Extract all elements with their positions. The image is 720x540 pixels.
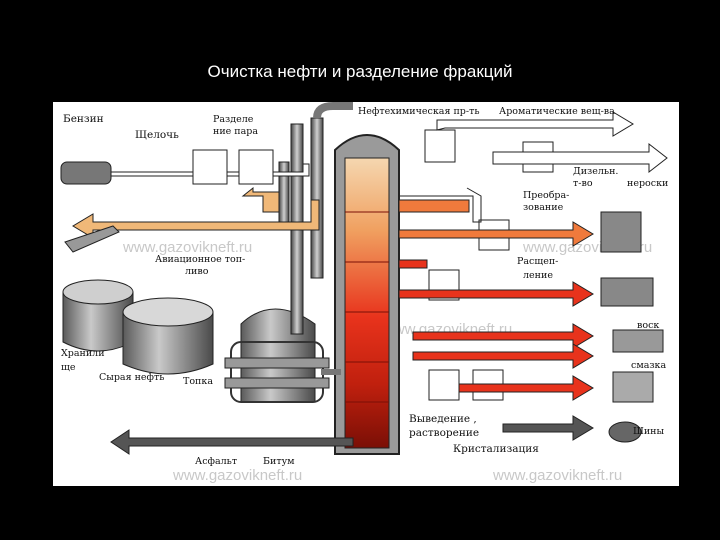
wax-icon	[612, 329, 664, 353]
furnace	[224, 308, 330, 403]
label-kristal: Кристализация	[453, 443, 539, 455]
watermark: www.gazovikneft.ru	[492, 467, 622, 484]
house-icon	[600, 211, 642, 253]
label-shcheloch: Щелочь	[135, 129, 179, 141]
label-shiny: Шины	[633, 426, 665, 437]
label-vyvedenie-1: Выведение ,	[409, 413, 477, 425]
label-razdelenie-1: Разделе	[213, 114, 254, 125]
right-arrows	[398, 111, 668, 441]
label-aviac-1: Авиационное топ-	[155, 254, 245, 265]
label-dizel-2: т-во	[573, 178, 593, 189]
label-asfalt: Асфальт	[195, 456, 237, 467]
car-icon	[60, 161, 112, 185]
label-dizel-1: Дизельн.	[573, 166, 618, 177]
factory-icon	[600, 277, 654, 307]
storage-tanks	[62, 279, 214, 375]
label-khranil-1: Хранили	[61, 348, 105, 359]
label-vosk: воск	[637, 320, 659, 331]
distillation-column	[334, 134, 400, 455]
label-preobraz-2: зование	[523, 202, 564, 213]
label-syraya: Сырая нефть	[99, 372, 164, 383]
label-aromat: Ароматические вещ-ва	[499, 106, 615, 117]
watermark: www.gazovikneft.ru	[122, 239, 252, 256]
label-razdelenie-2: ние пара	[213, 126, 258, 137]
watermark: www.gazovikneft.ru	[172, 467, 302, 484]
label-topka: Топка	[183, 376, 213, 387]
slide-title: Очистка нефти и разделение фракций	[207, 62, 513, 81]
left-arrows	[63, 163, 320, 239]
lubricant-icon	[612, 371, 654, 403]
label-neftekhim: Нефтехимическая пр-ть	[358, 106, 480, 117]
label-benzin: Бензин	[63, 113, 104, 125]
label-smazka: смазка	[631, 360, 666, 371]
tire-icon	[608, 421, 642, 443]
label-neroski: нероски	[627, 178, 668, 189]
label-bitum: Битум	[263, 456, 295, 467]
label-aviac-2: ливо	[185, 266, 209, 277]
diagram-labels: Бензин Щелочь Разделе ние пара Нефтехими…	[61, 106, 668, 467]
label-khranil-2: ще	[61, 362, 76, 373]
label-preobraz-1: Преобра-	[523, 190, 569, 201]
asphalt-arrow	[110, 429, 354, 455]
label-rasshchep-2: ление	[523, 270, 553, 281]
label-vyvedenie-2: растворение	[409, 427, 479, 439]
refinery-diagram: www.gazovikneft.ru www.gazovikneft.ru ww…	[53, 102, 679, 486]
airplane-icon	[64, 225, 120, 253]
product-icons	[60, 161, 664, 443]
label-rasshchep-1: Расщеп-	[517, 256, 558, 267]
